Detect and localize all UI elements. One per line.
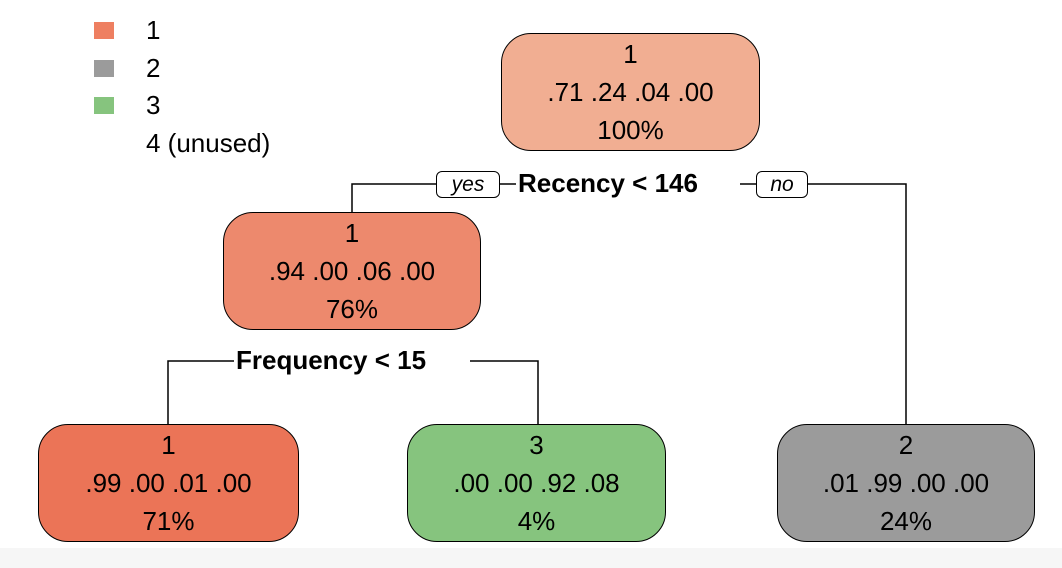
node-percent: 76% — [325, 294, 379, 324]
node-percent: 100% — [597, 115, 664, 145]
node-class: 1 — [623, 39, 638, 69]
node-percent: 4% — [517, 506, 556, 536]
root-node: 1 .71 .24 .04 .00 100% — [501, 33, 760, 151]
left-node: 1 .94 .00 .06 .00 76% — [223, 212, 481, 330]
bottom-band — [0, 548, 1062, 568]
legend-label: 2 — [146, 53, 161, 83]
legend-label: 3 — [146, 90, 161, 120]
leaf-node: 1 .99 .00 .01 .00 71% — [38, 424, 299, 542]
leaf-node: 2 .01 .99 .00 .00 24% — [777, 424, 1035, 542]
split-label-recency: Recency < 146 — [516, 168, 700, 198]
legend-swatch-2 — [94, 60, 114, 77]
no-branch-label: no — [756, 171, 808, 198]
node-percent: 24% — [879, 506, 933, 536]
edge-root-right — [808, 183, 907, 424]
node-class: 3 — [529, 430, 544, 460]
node-probabilities: .00 .00 .92 .08 — [453, 468, 620, 498]
yes-branch-label: yes — [436, 171, 500, 198]
node-percent: 71% — [142, 506, 195, 536]
node-class: 1 — [161, 430, 176, 460]
edge-left-right — [470, 360, 539, 424]
legend-swatch-3 — [94, 97, 114, 114]
node-class: 1 — [344, 218, 360, 248]
legend-swatch-1 — [94, 22, 114, 39]
node-class: 2 — [898, 430, 914, 460]
node-probabilities: .99 .00 .01 .00 — [85, 468, 252, 498]
node-probabilities: .01 .99 .00 .00 — [822, 468, 990, 498]
node-probabilities: .94 .00 .06 .00 — [268, 256, 436, 286]
legend-label: 4 (unused) — [146, 128, 271, 158]
split-label-frequency: Frequency < 15 — [234, 345, 429, 375]
node-probabilities: .71 .24 .04 .00 — [547, 77, 714, 107]
edge-left-left — [167, 360, 236, 424]
leaf-node: 3 .00 .00 .92 .08 4% — [407, 424, 666, 542]
edge-root-left — [351, 183, 436, 212]
legend-label: 1 — [146, 15, 161, 45]
